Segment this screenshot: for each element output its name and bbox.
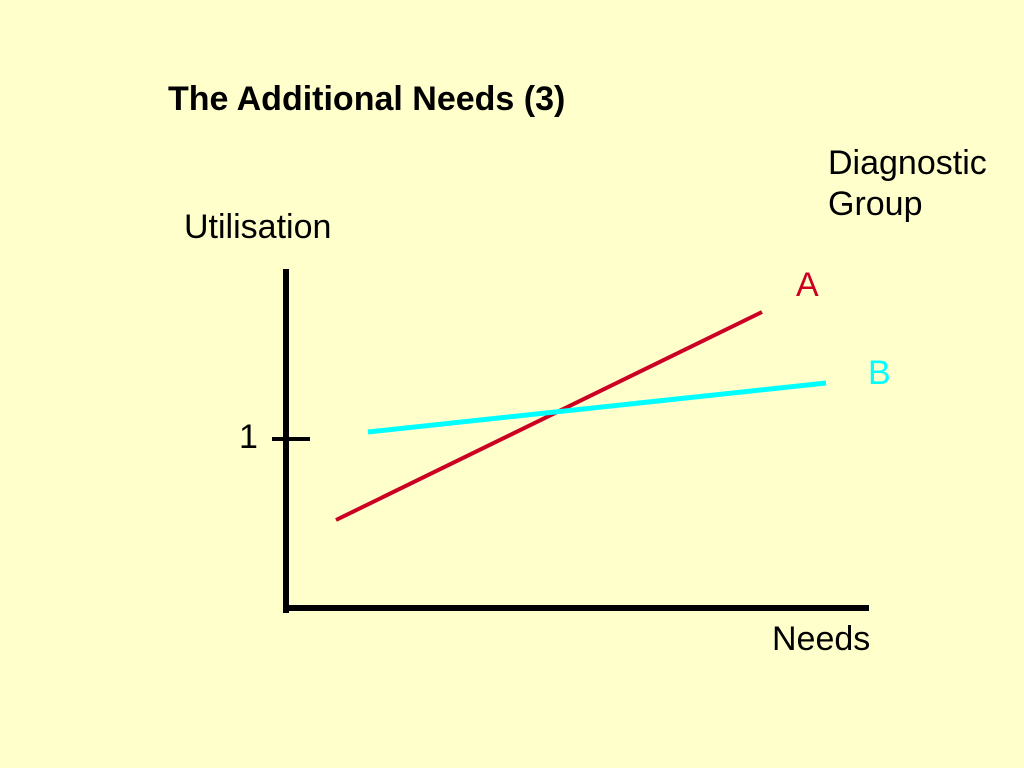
series-line-a: [335, 310, 763, 522]
legend-heading-line2: Group: [828, 185, 923, 223]
series-line-b: [367, 380, 827, 435]
legend-heading: Diagnostic Group: [828, 143, 987, 225]
slide-title: The Additional Needs (3): [168, 80, 566, 118]
legend-heading-line1: Diagnostic: [828, 144, 987, 182]
series-label-b: B: [868, 354, 891, 392]
y-tick-label: 1: [239, 418, 258, 456]
series-label-a: A: [796, 266, 819, 304]
x-axis-label: Needs: [772, 620, 871, 658]
y-axis-label: Utilisation: [184, 208, 332, 246]
